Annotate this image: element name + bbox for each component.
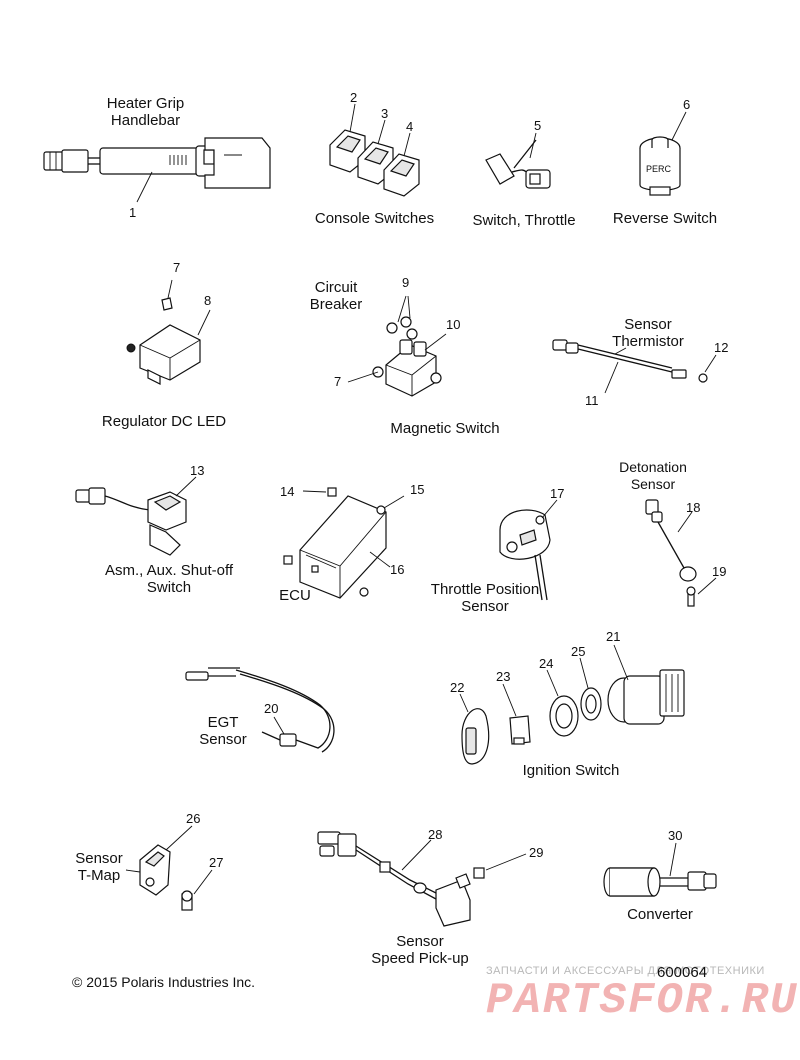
aux-shutoff-part [75, 476, 197, 556]
converter-part [603, 842, 717, 897]
heater-grip-part [43, 137, 271, 203]
label-throttle-position: Throttle Position Sensor [430, 581, 540, 615]
callout-29: 29 [529, 845, 544, 860]
label-switch-throttle: Switch, Throttle [472, 212, 576, 229]
callout-13: 13 [190, 463, 205, 478]
label-aux-shutoff: Asm., Aux. Shut-off Switch [104, 562, 234, 596]
label-converter: Converter [627, 906, 693, 923]
callout-7-regulator: 7 [173, 260, 181, 275]
label-ecu: ECU [279, 587, 311, 604]
watermark-logo: PARTSFOR.RU [486, 976, 799, 1026]
callout-27: 27 [209, 855, 224, 870]
label-ignition-switch: Ignition Switch [522, 762, 620, 779]
perc-marking: PERC [646, 164, 672, 174]
magnetic-switch-part [347, 295, 447, 397]
callout-18: 18 [686, 500, 701, 515]
copyright-text: © 2015 Polaris Industries Inc. [72, 974, 256, 990]
callout-15: 15 [410, 482, 425, 497]
callout-23: 23 [496, 669, 511, 684]
label-heater-grip: Heater Grip Handlebar [106, 95, 185, 129]
callout-5: 5 [534, 118, 542, 133]
throttle-switch-part [485, 132, 551, 189]
callout-8: 8 [204, 293, 212, 308]
detonation-sensor-part [645, 499, 717, 607]
callout-4: 4 [406, 119, 414, 134]
callout-2: 2 [350, 90, 358, 105]
label-circuit-breaker: Circuit Breaker [309, 279, 363, 313]
label-regulator: Regulator DC LED [101, 413, 227, 430]
tps-part [499, 499, 558, 601]
callout-16: 16 [390, 562, 405, 577]
reverse-switch-part [639, 111, 687, 196]
label-magnetic-switch: Magnetic Switch [390, 420, 500, 437]
callout-30: 30 [668, 828, 683, 843]
callout-12: 12 [714, 340, 729, 355]
label-speed-pickup: Sensor Speed Pick-up [371, 933, 469, 967]
speed-pickup-part [317, 831, 527, 927]
ecu-part [283, 487, 405, 599]
thermistor-part [552, 339, 717, 394]
callout-11: 11 [585, 393, 599, 408]
label-egt: EGT Sensor [199, 714, 247, 748]
callout-22: 22 [450, 680, 465, 695]
tmap-sensor-part [125, 825, 213, 911]
callout-3: 3 [381, 106, 389, 121]
regulator-part [126, 279, 211, 385]
egt-sensor-part [185, 667, 335, 753]
label-detonation: Detonation Sensor [619, 459, 687, 492]
label-console-switches: Console Switches [314, 210, 435, 227]
callout-7-magnetic: 7 [334, 374, 342, 389]
callout-10: 10 [446, 317, 461, 332]
label-tmap: Sensor T-Map [75, 850, 123, 884]
callout-25: 25 [571, 644, 586, 659]
label-sensor-thermistor: Sensor Thermistor [612, 316, 684, 350]
callout-14: 14 [280, 484, 295, 499]
callout-26: 26 [186, 811, 201, 826]
diagram-number: 600064 [657, 964, 708, 981]
watermark-tagline: ЗАПЧАСТИ И АКСЕССУАРЫ ДЛЯ МОТОТЕХНИКИ [486, 965, 765, 977]
callout-9: 9 [402, 275, 410, 290]
callout-28: 28 [428, 827, 443, 842]
callout-19: 19 [712, 564, 727, 579]
callout-21: 21 [606, 629, 621, 644]
console-switches-part [329, 103, 420, 197]
ignition-switch-part [459, 644, 685, 765]
callout-1: 1 [129, 205, 137, 220]
callout-17: 17 [550, 486, 565, 501]
callout-6: 6 [683, 97, 691, 112]
callout-24: 24 [539, 656, 554, 671]
callout-20: 20 [264, 701, 279, 716]
label-reverse-switch: Reverse Switch [612, 210, 718, 227]
